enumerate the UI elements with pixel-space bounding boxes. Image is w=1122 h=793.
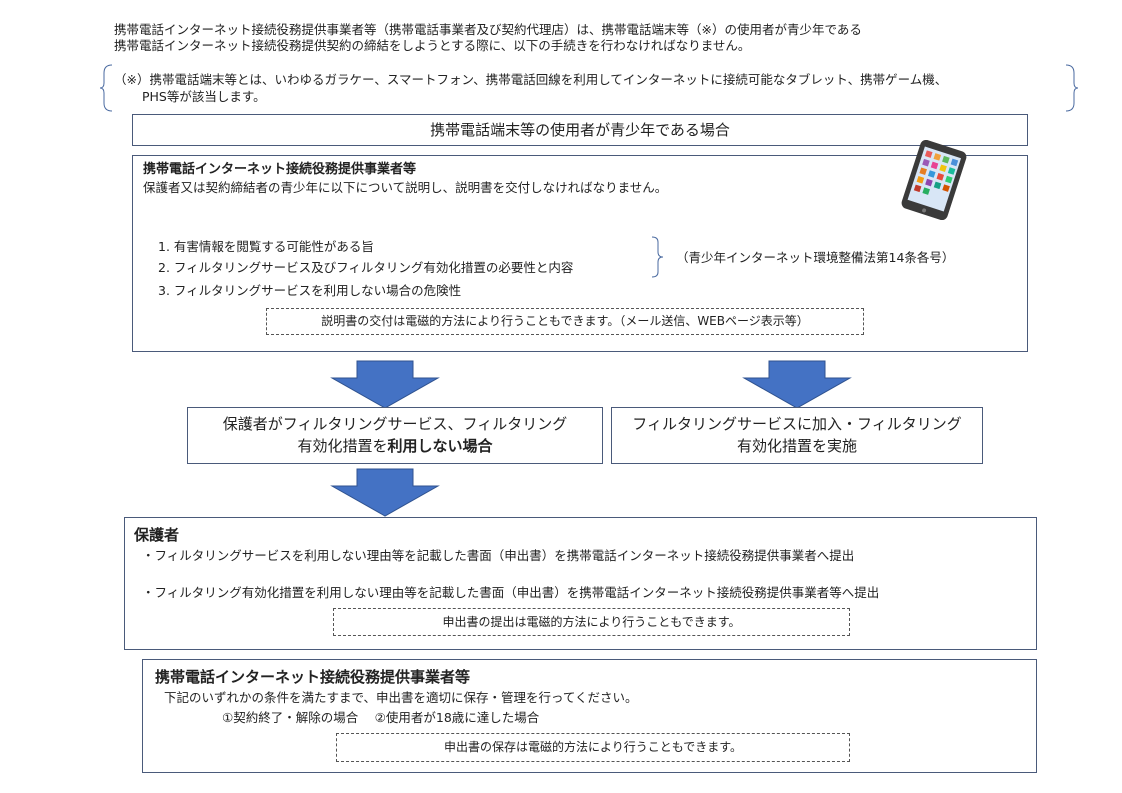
provider-desc: 保護者又は契約締結者の青少年に以下について説明し、説明書を交付しなければなりませ… <box>143 180 668 195</box>
branch-left-line-2: 有効化措置を利用しない場合 <box>188 435 602 457</box>
arrow-down-guardian <box>330 468 440 517</box>
provider-box <box>132 155 1028 352</box>
provider-item-3: 3. フィルタリングサービスを利用しない場合の危険性 <box>158 283 462 298</box>
smartphone-icon <box>901 140 967 220</box>
storage-desc: 下記のいずれかの条件を満たすまで、申出書を適切に保存・管理を行ってください。 <box>164 690 638 705</box>
branch-left-line-2b: 利用しない場合 <box>387 437 493 455</box>
law-reference: （青少年インターネット環境整備法第14条各号） <box>676 250 955 265</box>
branch-right-line-2: 有効化措置を実施 <box>736 437 857 455</box>
guardian-dashed-note-text: 申出書の提出は電磁的方法により行うこともできます。 <box>442 615 741 629</box>
branch-left-line-1: 保護者がフィルタリングサービス、フィルタリング <box>222 415 568 433</box>
storage-conditions: ①契約終了・解除の場合 ②使用者が18歳に達した場合 <box>222 710 540 725</box>
guardian-item-1: ・フィルタリングサービスを利用しない理由等を記載した書面（申出書）を携帯電話イン… <box>142 548 855 563</box>
provider-dashed-note-text: 説明書の交付は電磁的方法により行うこともできます。（メール送信、WEBページ表示… <box>321 314 809 328</box>
branch-right-box: フィルタリングサービスに加入・フィルタリング 有効化措置を実施 <box>611 407 983 464</box>
provider-dashed-note: 説明書の交付は電磁的方法により行うこともできます。（メール送信、WEBページ表示… <box>266 308 864 335</box>
storage-box <box>142 659 1037 773</box>
branch-left-line-2a: 有効化措置を <box>297 437 388 455</box>
branch-left-box: 保護者がフィルタリングサービス、フィルタリング 有効化措置を利用しない場合 <box>187 407 603 464</box>
branch-right-line-1: フィルタリングサービスに加入・フィルタリング <box>632 415 962 433</box>
storage-dashed-note: 申出書の保存は電磁的方法により行うこともできます。 <box>336 733 850 762</box>
note-line-2: PHS等が該当します。 <box>142 89 266 104</box>
note-line-1: （※）携帯電話端末等とは、いわゆるガラケー、スマートフォン、携帯電話回線を利用し… <box>114 72 948 87</box>
condition-title: 携帯電話端末等の使用者が青少年である場合 <box>430 121 730 139</box>
note-brackets <box>100 64 1079 112</box>
provider-heading: 携帯電話インターネット接続役務提供事業者等 <box>143 162 417 177</box>
guardian-box <box>124 517 1037 650</box>
provider-item-2: 2. フィルタリングサービス及びフィルタリング有効化措置の必要性と内容 <box>158 260 574 275</box>
guardian-heading: 保護者 <box>134 526 180 544</box>
guardian-dashed-note: 申出書の提出は電磁的方法により行うこともできます。 <box>333 608 850 636</box>
storage-dashed-note-text: 申出書の保存は電磁的方法により行うこともできます。 <box>443 740 743 754</box>
intro-line-2: 携帯電話インターネット接続役務提供契約の締結をしようとする際に、以下の手続きを行… <box>114 38 751 53</box>
intro-line-1: 携帯電話インターネット接続役務提供事業者等（携帯電話事業者及び契約代理店）は、携… <box>114 22 862 37</box>
storage-heading: 携帯電話インターネット接続役務提供事業者等 <box>155 668 471 686</box>
arrow-down-right <box>742 360 852 409</box>
arrow-down-left <box>330 360 440 409</box>
provider-item-1: 1. 有害情報を閲覧する可能性がある旨 <box>158 239 374 254</box>
guardian-item-2: ・フィルタリング有効化措置を利用しない理由等を記載した書面（申出書）を携帯電話イ… <box>142 585 880 600</box>
condition-title-box: 携帯電話端末等の使用者が青少年である場合 <box>132 114 1028 146</box>
items-bracket <box>651 236 664 278</box>
